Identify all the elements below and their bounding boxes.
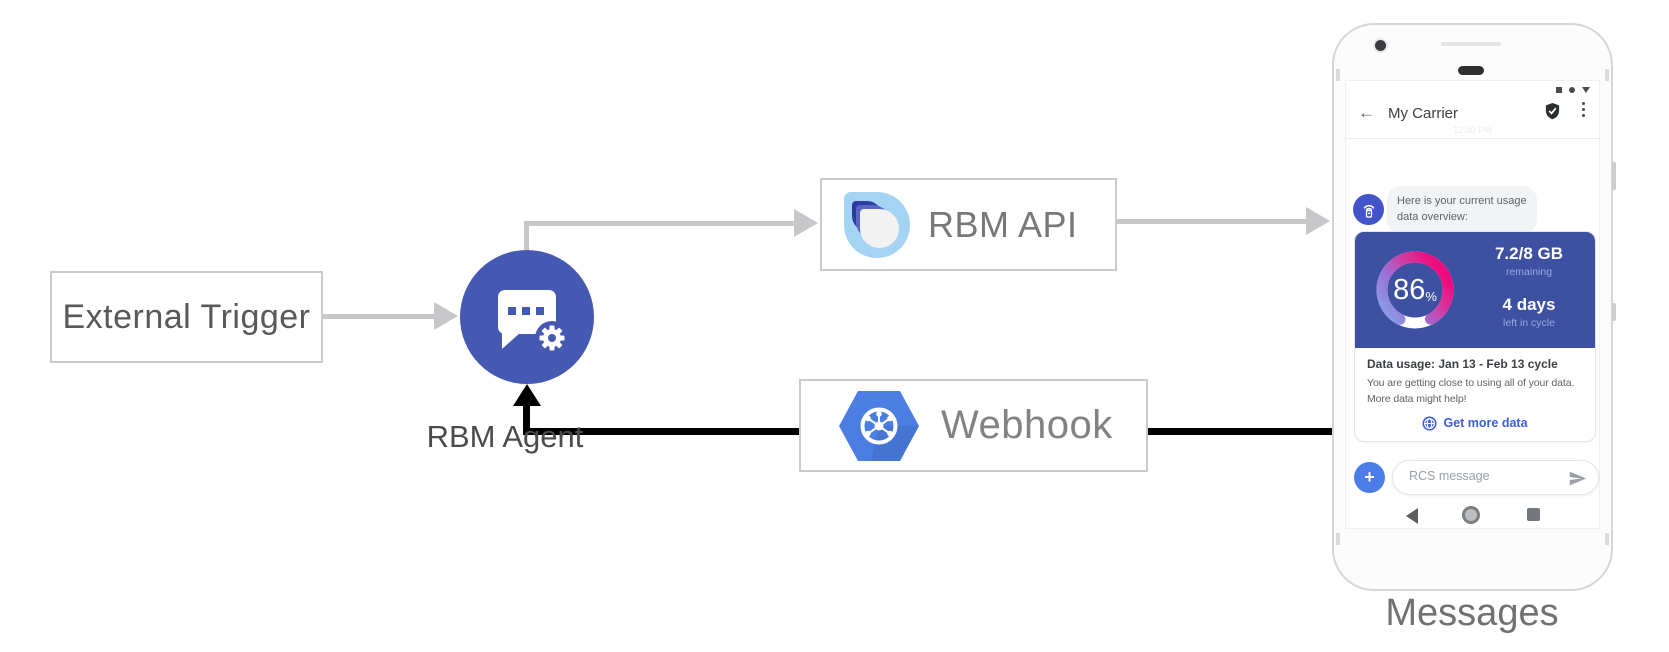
status-dot-icon (1569, 87, 1575, 93)
arrow-phone-to-webhook (1138, 428, 1334, 435)
rcs-message-input[interactable] (1407, 468, 1551, 484)
usage-card-title: Data usage: Jan 13 - Feb 13 cycle (1367, 357, 1558, 371)
rbm-agent-label: RBM Agent (426, 419, 584, 454)
send-icon[interactable] (1568, 469, 1587, 493)
conversation-header: ← My Carrier (1346, 99, 1599, 131)
message-input-pill (1392, 460, 1599, 495)
android-recents-button[interactable] (1527, 508, 1540, 521)
remaining-value: 7.2/8 GB (1494, 244, 1564, 263)
back-arrow-icon[interactable]: ← (1358, 103, 1375, 122)
arrow-external-to-agent (321, 314, 434, 319)
phone-mockup: ← My Carrier 12:40 PM (1332, 23, 1616, 591)
conversation-title: My Carrier (1388, 105, 1458, 122)
globe-icon (1422, 415, 1437, 431)
arrowhead-external-to-agent (434, 302, 458, 330)
get-more-data-label: Get more data (1443, 416, 1528, 430)
external-trigger-label: External Trigger (62, 297, 311, 336)
node-external-trigger: External Trigger (50, 271, 323, 363)
hexagon-hub-icon (839, 390, 919, 461)
rbm-api-logo-icon (844, 191, 910, 258)
android-back-button[interactable] (1406, 508, 1418, 524)
arrowhead-webhook-to-agent (513, 384, 541, 406)
arrowhead-api-to-phone (1306, 207, 1330, 235)
earpiece (1458, 66, 1484, 75)
usage-rich-card: 86% 7.2/8 GB remaining 4 days left in cy… (1354, 231, 1596, 442)
chat-gear-icon (498, 290, 569, 355)
frame-tick (1336, 69, 1340, 81)
messages-caption: Messages (1385, 592, 1559, 634)
android-home-button[interactable] (1462, 506, 1480, 524)
rbm-api-label: RBM API (928, 203, 1078, 245)
arrow-agent-to-api-vertical (524, 221, 529, 252)
days-value: 4 days (1502, 295, 1556, 314)
usage-stats: 7.2/8 GB remaining 4 days left in cycle (1473, 244, 1585, 329)
usage-gauge: 86% (1371, 246, 1459, 334)
speaker-slot (1441, 42, 1501, 46)
overflow-menu-icon[interactable] (1582, 102, 1585, 117)
arrow-api-to-phone (1093, 219, 1306, 224)
status-bar (1556, 87, 1590, 93)
frame-tick (1605, 69, 1609, 81)
node-rbm-api: RBM API (820, 178, 1117, 271)
arrow-webhook-to-agent-vertical (523, 400, 530, 435)
status-square-icon (1556, 87, 1562, 93)
carrier-avatar (1353, 194, 1384, 225)
antenna-icon (1363, 204, 1374, 218)
phone-screen: ← My Carrier 12:40 PM (1345, 80, 1600, 529)
usage-card-body: Data usage: Jan 13 - Feb 13 cycle You ar… (1355, 348, 1595, 441)
gauge-percent: 86% (1393, 273, 1437, 306)
webhook-label: Webhook (941, 403, 1113, 447)
days-label: left in cycle (1503, 317, 1555, 329)
get-more-data-button[interactable]: Get more data (1367, 415, 1583, 431)
usage-card-text-2: More data might help! (1367, 392, 1467, 405)
usage-card-header: 86% 7.2/8 GB remaining 4 days left in cy… (1355, 232, 1595, 348)
remaining-label: remaining (1505, 266, 1553, 278)
arrow-webhook-to-agent-horizontal (523, 428, 799, 435)
verified-shield-icon[interactable] (1544, 102, 1561, 125)
header-divider (1346, 138, 1599, 139)
frame-tick (1336, 533, 1340, 545)
volume-button (1612, 303, 1616, 321)
add-attachment-button[interactable]: + (1354, 462, 1385, 493)
frame-tick (1605, 533, 1609, 545)
node-rbm-agent (460, 250, 594, 384)
usage-card-text-1: You are getting close to using all of yo… (1367, 377, 1575, 389)
camera-dot (1375, 40, 1386, 51)
status-triangle-icon (1582, 87, 1590, 93)
power-button (1612, 162, 1616, 190)
message-timestamp: 12:40 PM (1453, 125, 1492, 135)
arrow-agent-to-api-horizontal (524, 221, 794, 226)
node-webhook: Webhook (799, 379, 1148, 472)
arrowhead-agent-to-api (794, 209, 818, 237)
agent-message-bubble: Here is your current usage data overview… (1387, 186, 1537, 234)
